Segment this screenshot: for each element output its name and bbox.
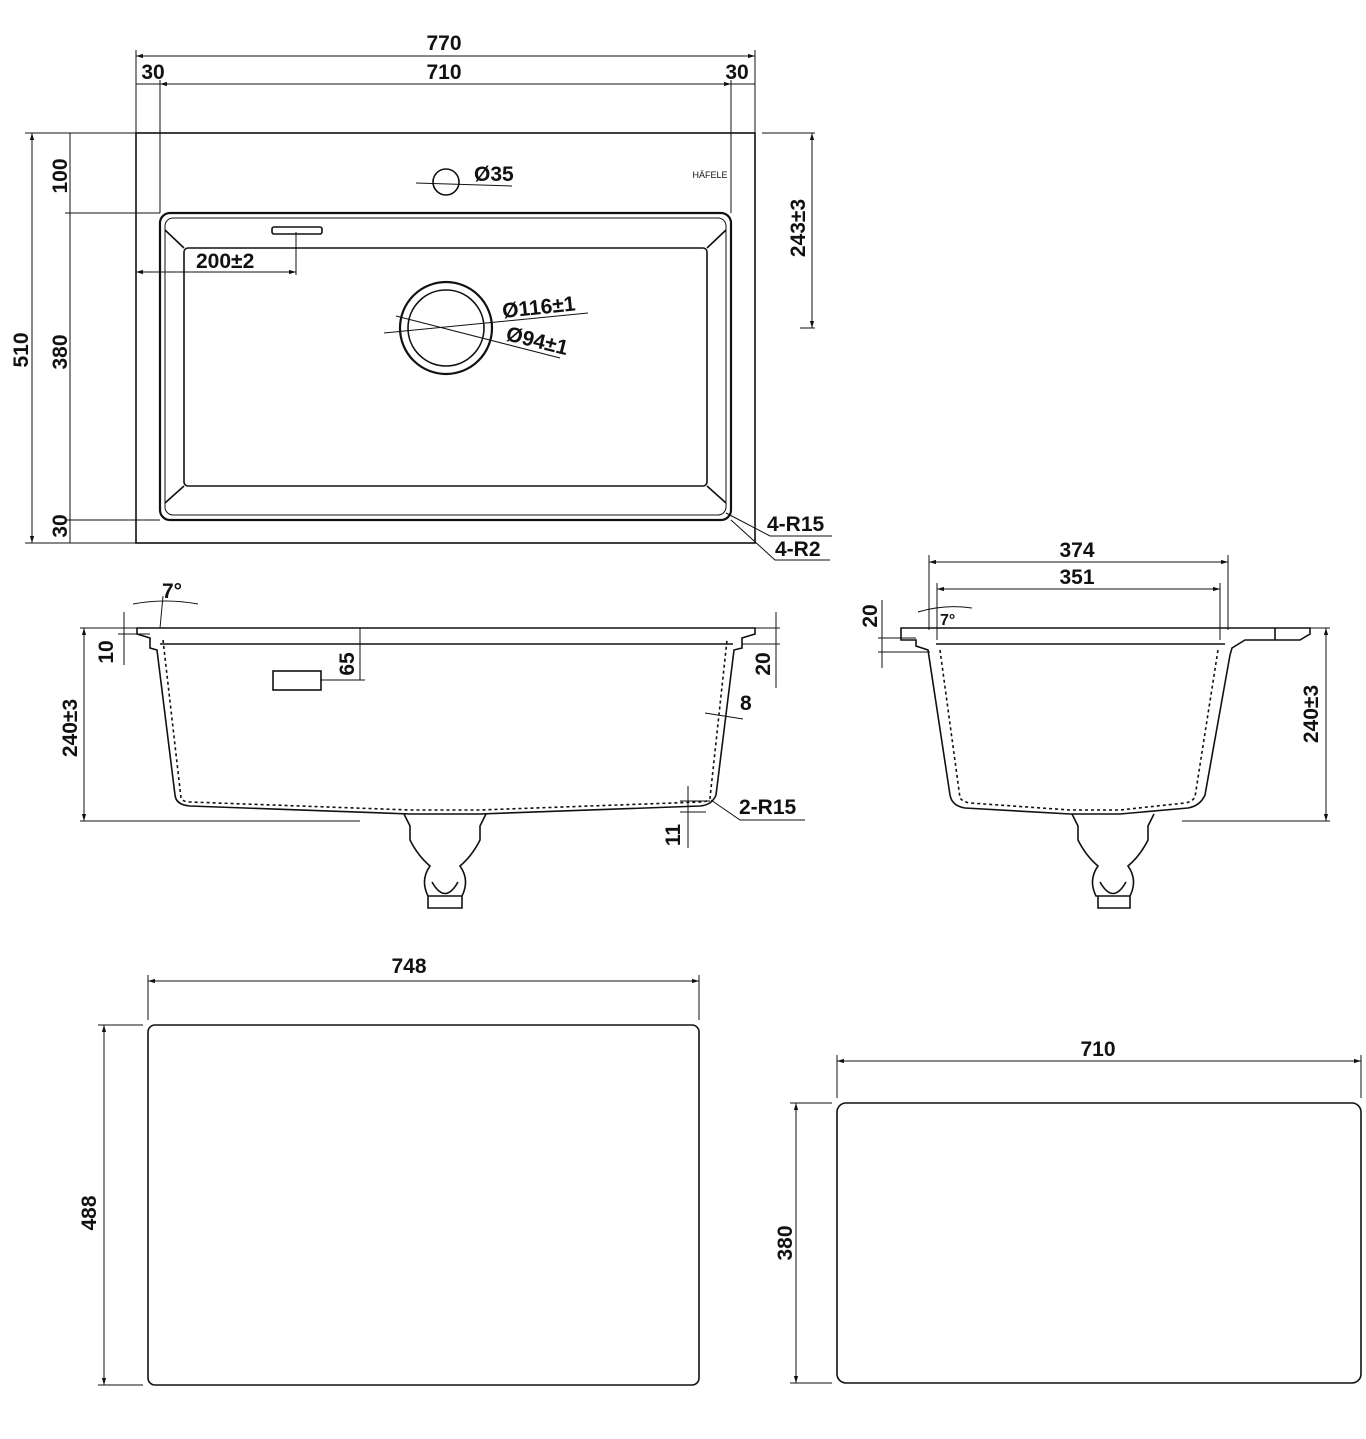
side-view: 240±3 10 7° 65 20 8 11 2-R15	[59, 580, 805, 909]
dim-351: 351	[1059, 566, 1094, 589]
tap-hole	[432, 168, 460, 196]
dim-angle: 7°	[162, 580, 182, 603]
dim-748: 748	[391, 955, 426, 978]
overflow-slot	[271, 226, 323, 235]
dim-380-cutout: 380	[774, 1225, 797, 1260]
dim-710: 710	[426, 61, 461, 84]
dim-200: 200±2	[196, 250, 254, 273]
drain-trap	[403, 813, 487, 909]
top-view: HÄFELE 770 30 710 30 510 100 380 30 243±…	[10, 32, 832, 561]
dim-11: 11	[662, 824, 685, 847]
dim-end-20: 20	[859, 604, 882, 627]
dim-20: 20	[752, 652, 775, 675]
dim-380: 380	[49, 334, 72, 369]
sink-outline	[135, 132, 756, 544]
dim-drain-outer: Ø116±1	[501, 292, 577, 323]
dim-488: 488	[78, 1195, 101, 1230]
overflow-box	[272, 670, 322, 691]
dim-30-left: 30	[141, 61, 164, 84]
dim-510: 510	[10, 332, 33, 367]
drain-outer	[398, 280, 494, 376]
dim-100: 100	[49, 158, 72, 193]
cutout-undermount: 710 380	[774, 1038, 1362, 1384]
dim-30-front: 30	[49, 514, 72, 537]
dim-end-height: 240±3	[1300, 685, 1323, 743]
dim-drain-inner: Ø94±1	[504, 323, 571, 361]
end-view: 374 351 7° 20 240±3	[859, 539, 1330, 909]
dim-374: 374	[1059, 539, 1094, 562]
dim-tap-hole: Ø35	[474, 163, 514, 186]
dim-4-r2: 4-R2	[775, 538, 821, 561]
dim-wall-8: 8	[740, 692, 752, 715]
drain-inner	[407, 289, 485, 367]
dim-side-height: 240±3	[59, 699, 82, 757]
dim-770: 770	[426, 32, 461, 55]
bowl-outline	[158, 211, 733, 522]
dim-65: 65	[336, 652, 359, 676]
dim-710-cutout: 710	[1080, 1038, 1115, 1061]
dim-rim-10: 10	[95, 640, 118, 663]
cutout-surface-mount: 748 488	[78, 955, 700, 1386]
drain-trap-end	[1071, 813, 1155, 909]
dim-243: 243±3	[787, 199, 810, 257]
dim-4-r15: 4-R15	[767, 513, 825, 536]
dim-30-right: 30	[725, 61, 748, 84]
brand-logo: HÄFELE	[692, 170, 727, 180]
bowl-floor	[183, 247, 708, 487]
dim-end-angle: 7°	[940, 612, 955, 629]
dim-2-r15: 2-R15	[739, 796, 797, 819]
